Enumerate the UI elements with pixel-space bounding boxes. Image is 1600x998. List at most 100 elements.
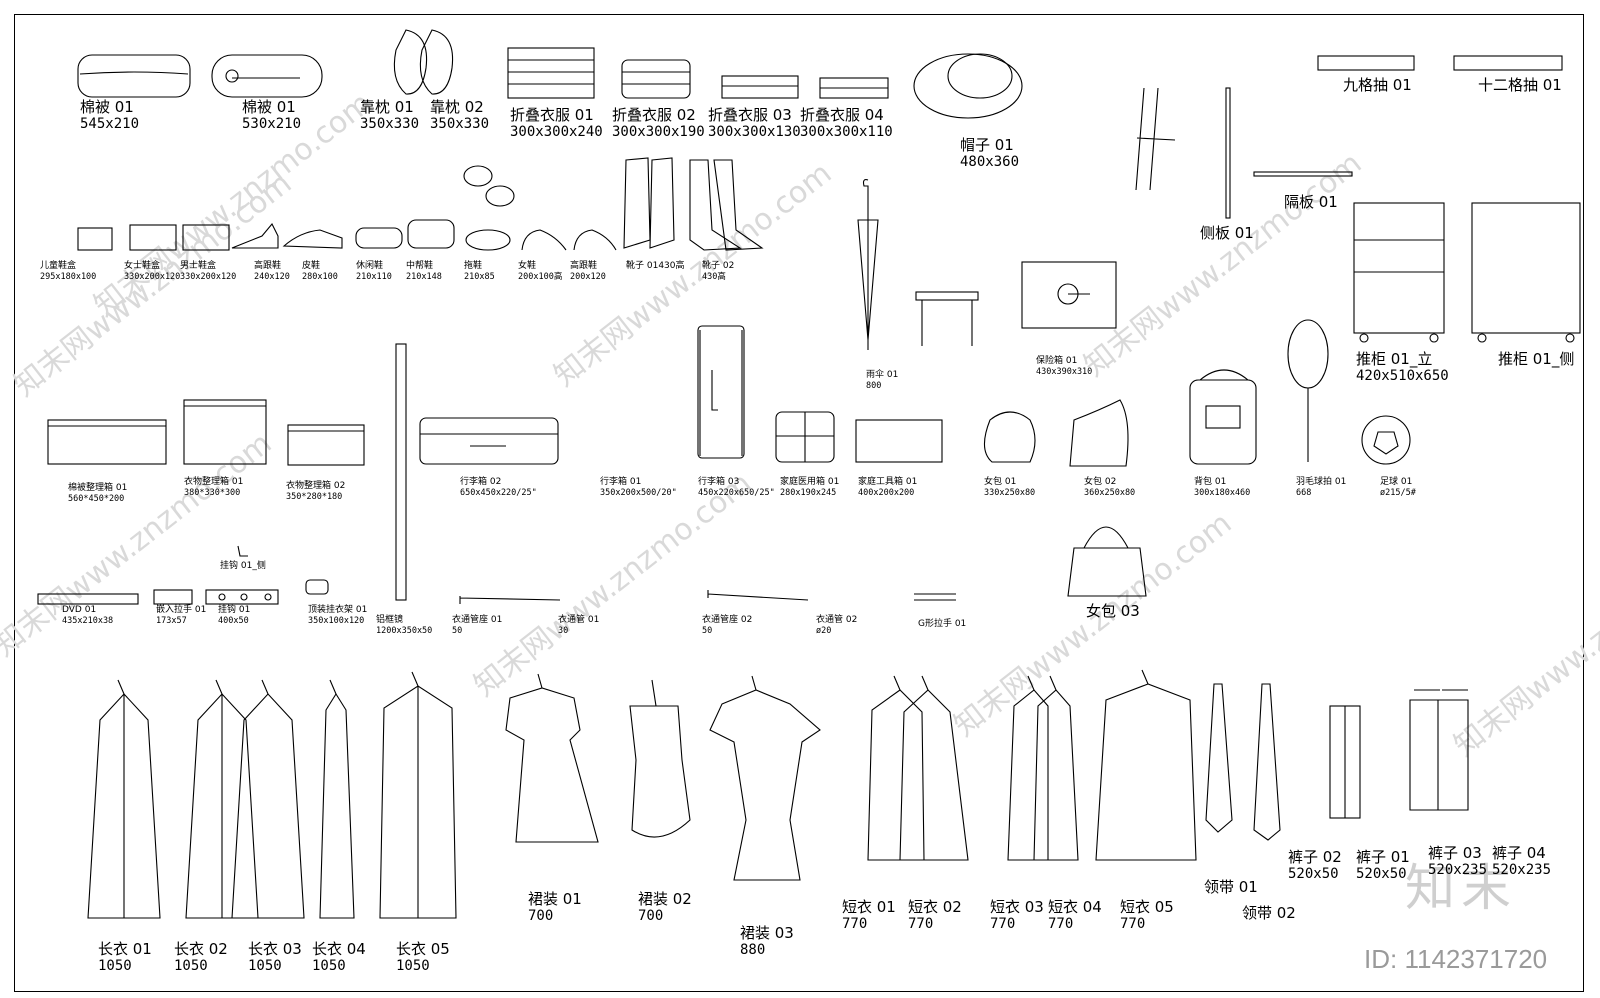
umbrella-drawing: [857, 179, 879, 350]
bag2-label: 女包 02: [1084, 477, 1117, 487]
ladyshoebox-dimension: 330x200x120: [124, 272, 181, 282]
ghandle-label: G形拉手 01: [918, 619, 967, 629]
inlay-dimension: 173x57: [156, 616, 187, 626]
ladyshoe-label: 女鞋: [518, 261, 537, 271]
pants-drawing: [1329, 689, 1469, 819]
cabinet-front-dimension: 420x510x650: [1356, 368, 1449, 384]
railbase1-dimension: 50: [452, 626, 463, 636]
bag1-label: 女包 01: [984, 477, 1017, 487]
quilt2-label: 棉被 01: [242, 98, 296, 116]
clothbox1-label: 衣物整理箱 01: [184, 477, 244, 487]
medbox-drawing: [775, 411, 835, 463]
fold4-dimension: 300x300x110: [800, 124, 893, 140]
short-coats-drawing: [867, 669, 1197, 861]
long1-label: 长衣 01: [98, 940, 152, 958]
man-shoebox-drawing: [182, 224, 230, 251]
hook-label: 挂钩 01: [218, 605, 251, 615]
pillow-2-drawing: [419, 29, 454, 95]
long2-label: 长衣 02: [174, 940, 228, 958]
pillow2-dimension: 350x330: [430, 116, 490, 132]
fold3-dimension: 300x300x130: [708, 124, 801, 140]
highheel2-dimension: 200x120: [570, 272, 606, 282]
skirt2-label: 裙装 02: [638, 890, 692, 908]
skirt2-dimension: 700: [638, 908, 664, 924]
cloth-box-1-drawing: [183, 399, 267, 465]
short4-label: 短衣 04: [1048, 898, 1102, 916]
suitcase1-label: 行李箱 01: [600, 477, 642, 487]
bag-3-drawing: [1067, 526, 1147, 597]
quiltbox-dimension: 560*450*200: [68, 494, 125, 504]
drawing-frame: [14, 14, 1584, 992]
suitcase3-label: 行李箱 03: [698, 477, 740, 487]
tie1-label: 领带 01: [1204, 878, 1258, 896]
fold2-dimension: 300x300x190: [612, 124, 705, 140]
folded-clothes-4-drawing: [819, 77, 889, 99]
fold3-label: 折叠衣服 03: [708, 106, 792, 124]
pillow1-label: 靠枕 01: [360, 98, 414, 116]
racket-drawing: [1287, 319, 1329, 462]
cabinet-front-label: 推柜 01_立: [1356, 350, 1433, 368]
quilt-box-drawing: [47, 419, 167, 465]
hat-drawing: [913, 53, 1023, 119]
racket-dimension: 668: [1296, 488, 1312, 498]
hook-side-label: 挂钩 01_侧: [220, 561, 266, 571]
long5-dimension: 1050: [396, 958, 430, 974]
ladyshoe-dimension: 200x100高: [518, 272, 563, 282]
drawer12-label: 十二格抽 01: [1478, 76, 1562, 94]
stool-drawing: [915, 291, 979, 346]
medbox-dimension: 280x190x245: [780, 488, 837, 498]
football-label: 足球 01: [1380, 477, 1413, 487]
safe-label: 保险箱 01: [1036, 356, 1078, 366]
toolbox-dimension: 400x200x200: [858, 488, 915, 498]
suitcase-3-drawing: [697, 325, 745, 459]
quilt-2-drawing: [211, 54, 323, 98]
suitcase-2-drawing: [419, 417, 559, 465]
safe-drawing: [1021, 261, 1117, 329]
clothbox1-dimension: 380*330*300: [184, 488, 241, 498]
boots2-dimension: 430高: [702, 272, 726, 282]
quilt-1-drawing: [77, 54, 191, 98]
pants3-dimension: 520x235: [1428, 862, 1488, 878]
lady-shoebox-drawing: [129, 224, 177, 251]
manshoebox-label: 男士鞋盒: [180, 261, 217, 271]
short4-dimension: 770: [1048, 916, 1074, 932]
midboot-label: 中帮鞋: [406, 261, 434, 271]
brand-watermark: 知末: [1405, 859, 1517, 917]
short2-label: 短衣 02: [908, 898, 962, 916]
pants1-dimension: 520x50: [1356, 866, 1407, 882]
mirror-drawing: [395, 343, 407, 601]
casual-dimension: 210x110: [356, 272, 392, 282]
drawer9-drawing: [1317, 55, 1415, 71]
toprack-label: 顶装挂衣架 01: [308, 605, 368, 615]
long1-dimension: 1050: [98, 958, 132, 974]
rail1-label: 衣通管 01: [558, 615, 600, 625]
ties-drawing: [1205, 683, 1281, 841]
railbase2-label: 衣通管座 02: [702, 615, 753, 625]
clothbox2-dimension: 350*280*180: [286, 492, 343, 502]
skirt3-dimension: 880: [740, 942, 766, 958]
drawer9-label: 九格抽 01: [1343, 76, 1412, 94]
boots1-label: 靴子 01430高: [626, 261, 685, 271]
suitcase3-dimension: 450x220x650/25": [698, 488, 775, 498]
pillow2-label: 靠枕 02: [430, 98, 484, 116]
long5-label: 长衣 05: [396, 940, 450, 958]
mirror-label: 铝框镜: [376, 615, 404, 625]
sidepanel-label: 侧板 01: [1200, 224, 1254, 242]
highheel-label: 高跟鞋: [254, 261, 282, 271]
pants2-label: 裤子 02: [1288, 848, 1342, 866]
long-coats-drawing: [87, 671, 457, 919]
quilt1-dimension: 545x210: [80, 116, 140, 132]
pants2-dimension: 520x50: [1288, 866, 1339, 882]
skirt1-label: 裙装 01: [528, 890, 582, 908]
shelf-drawing: [1253, 171, 1353, 177]
quiltbox-label: 棉被整理箱 01: [68, 483, 128, 493]
clothbox2-label: 衣物整理箱 02: [286, 481, 346, 491]
dvd-label: DVD 01: [62, 605, 97, 615]
kidshoebox-dimension: 295x180x100: [40, 272, 97, 282]
backpack-label: 背包 01: [1194, 477, 1227, 487]
long4-label: 长衣 04: [312, 940, 366, 958]
short5-dimension: 770: [1120, 916, 1146, 932]
kidshoebox-label: 儿童鞋盒: [40, 261, 77, 271]
medbox-label: 家庭医用箱 01: [780, 477, 840, 487]
casual-label: 休闲鞋: [356, 261, 384, 271]
